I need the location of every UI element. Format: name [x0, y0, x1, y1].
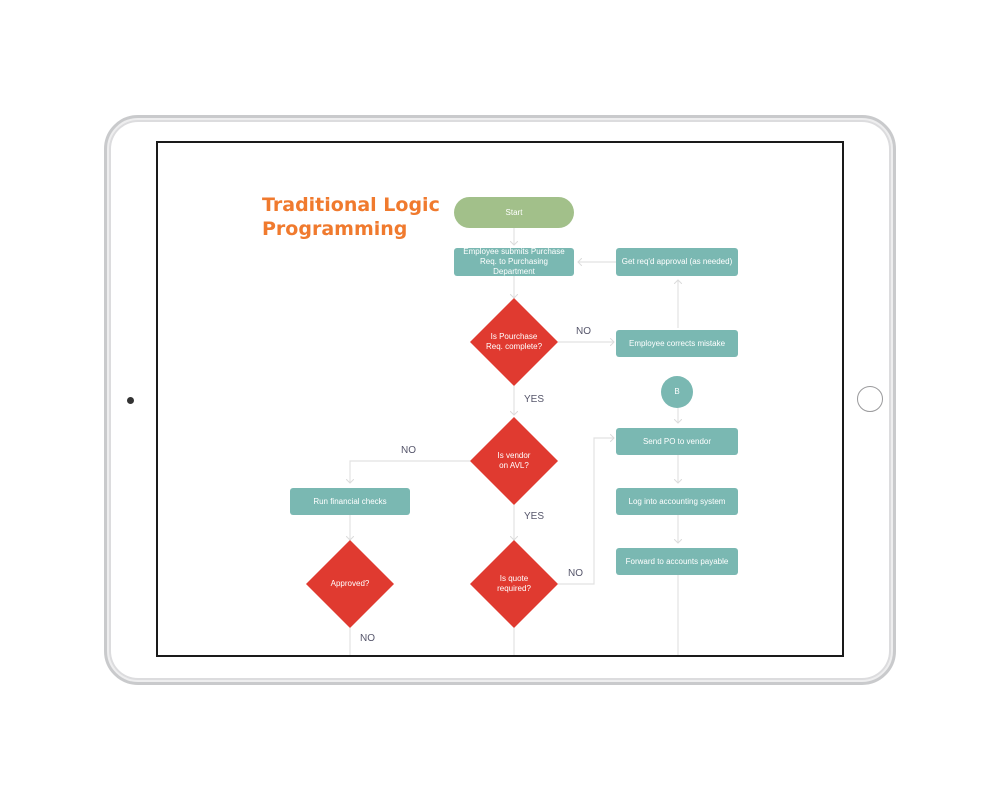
connector-quote-sendpo [558, 438, 614, 585]
get-approval-box: Get req'd approval (as needed) [616, 248, 738, 276]
approved-label: Approved? [330, 579, 370, 588]
edge-label-yes-avl: YES [524, 511, 545, 522]
flowchart-canvas [306, 228, 842, 655]
start-node: Start [454, 197, 574, 228]
decision-diamond-quote [470, 540, 558, 628]
screen: Traditional Logic Programming Start Empl… [156, 141, 844, 657]
connector-b-circle: B [661, 376, 693, 408]
edge-label-no-quote: NO [568, 568, 583, 579]
edge-label-no-avl: NO [401, 445, 416, 456]
log-accounting-box: Log into accounting system [616, 488, 738, 515]
title-line-1: Traditional Logic [262, 194, 440, 216]
is-vendor-avl-label: Is vendor on AVL? [497, 451, 531, 470]
camera-dot [127, 397, 134, 404]
edge-label-no-complete: NO [576, 326, 591, 337]
diagram-title: Traditional Logic Programming [262, 193, 440, 241]
send-po-box: Send PO to vendor [616, 428, 738, 455]
run-financial-checks-box: Run financial checks [290, 488, 410, 515]
edge-label-yes-complete: YES [524, 394, 545, 405]
decision-diamond-approved [306, 540, 394, 628]
home-button[interactable] [857, 386, 883, 412]
is-req-complete-label: Is Pourchase Req. complete? [485, 332, 543, 351]
employee-corrects-box: Employee corrects mistake [616, 330, 738, 357]
connector-avl-financial [350, 460, 470, 483]
is-quote-required-label: Is quote required? [497, 574, 531, 593]
edge-label-no-approved: NO [360, 633, 375, 644]
decision-diamond-avl [470, 417, 558, 505]
title-line-2: Programming [262, 218, 408, 240]
decision-diamond-complete [470, 298, 558, 386]
forward-accounts-payable-box: Forward to accounts payable [616, 548, 738, 575]
submit-purchase-req-box: Employee submits Purchase Req. to Purcha… [454, 247, 574, 276]
